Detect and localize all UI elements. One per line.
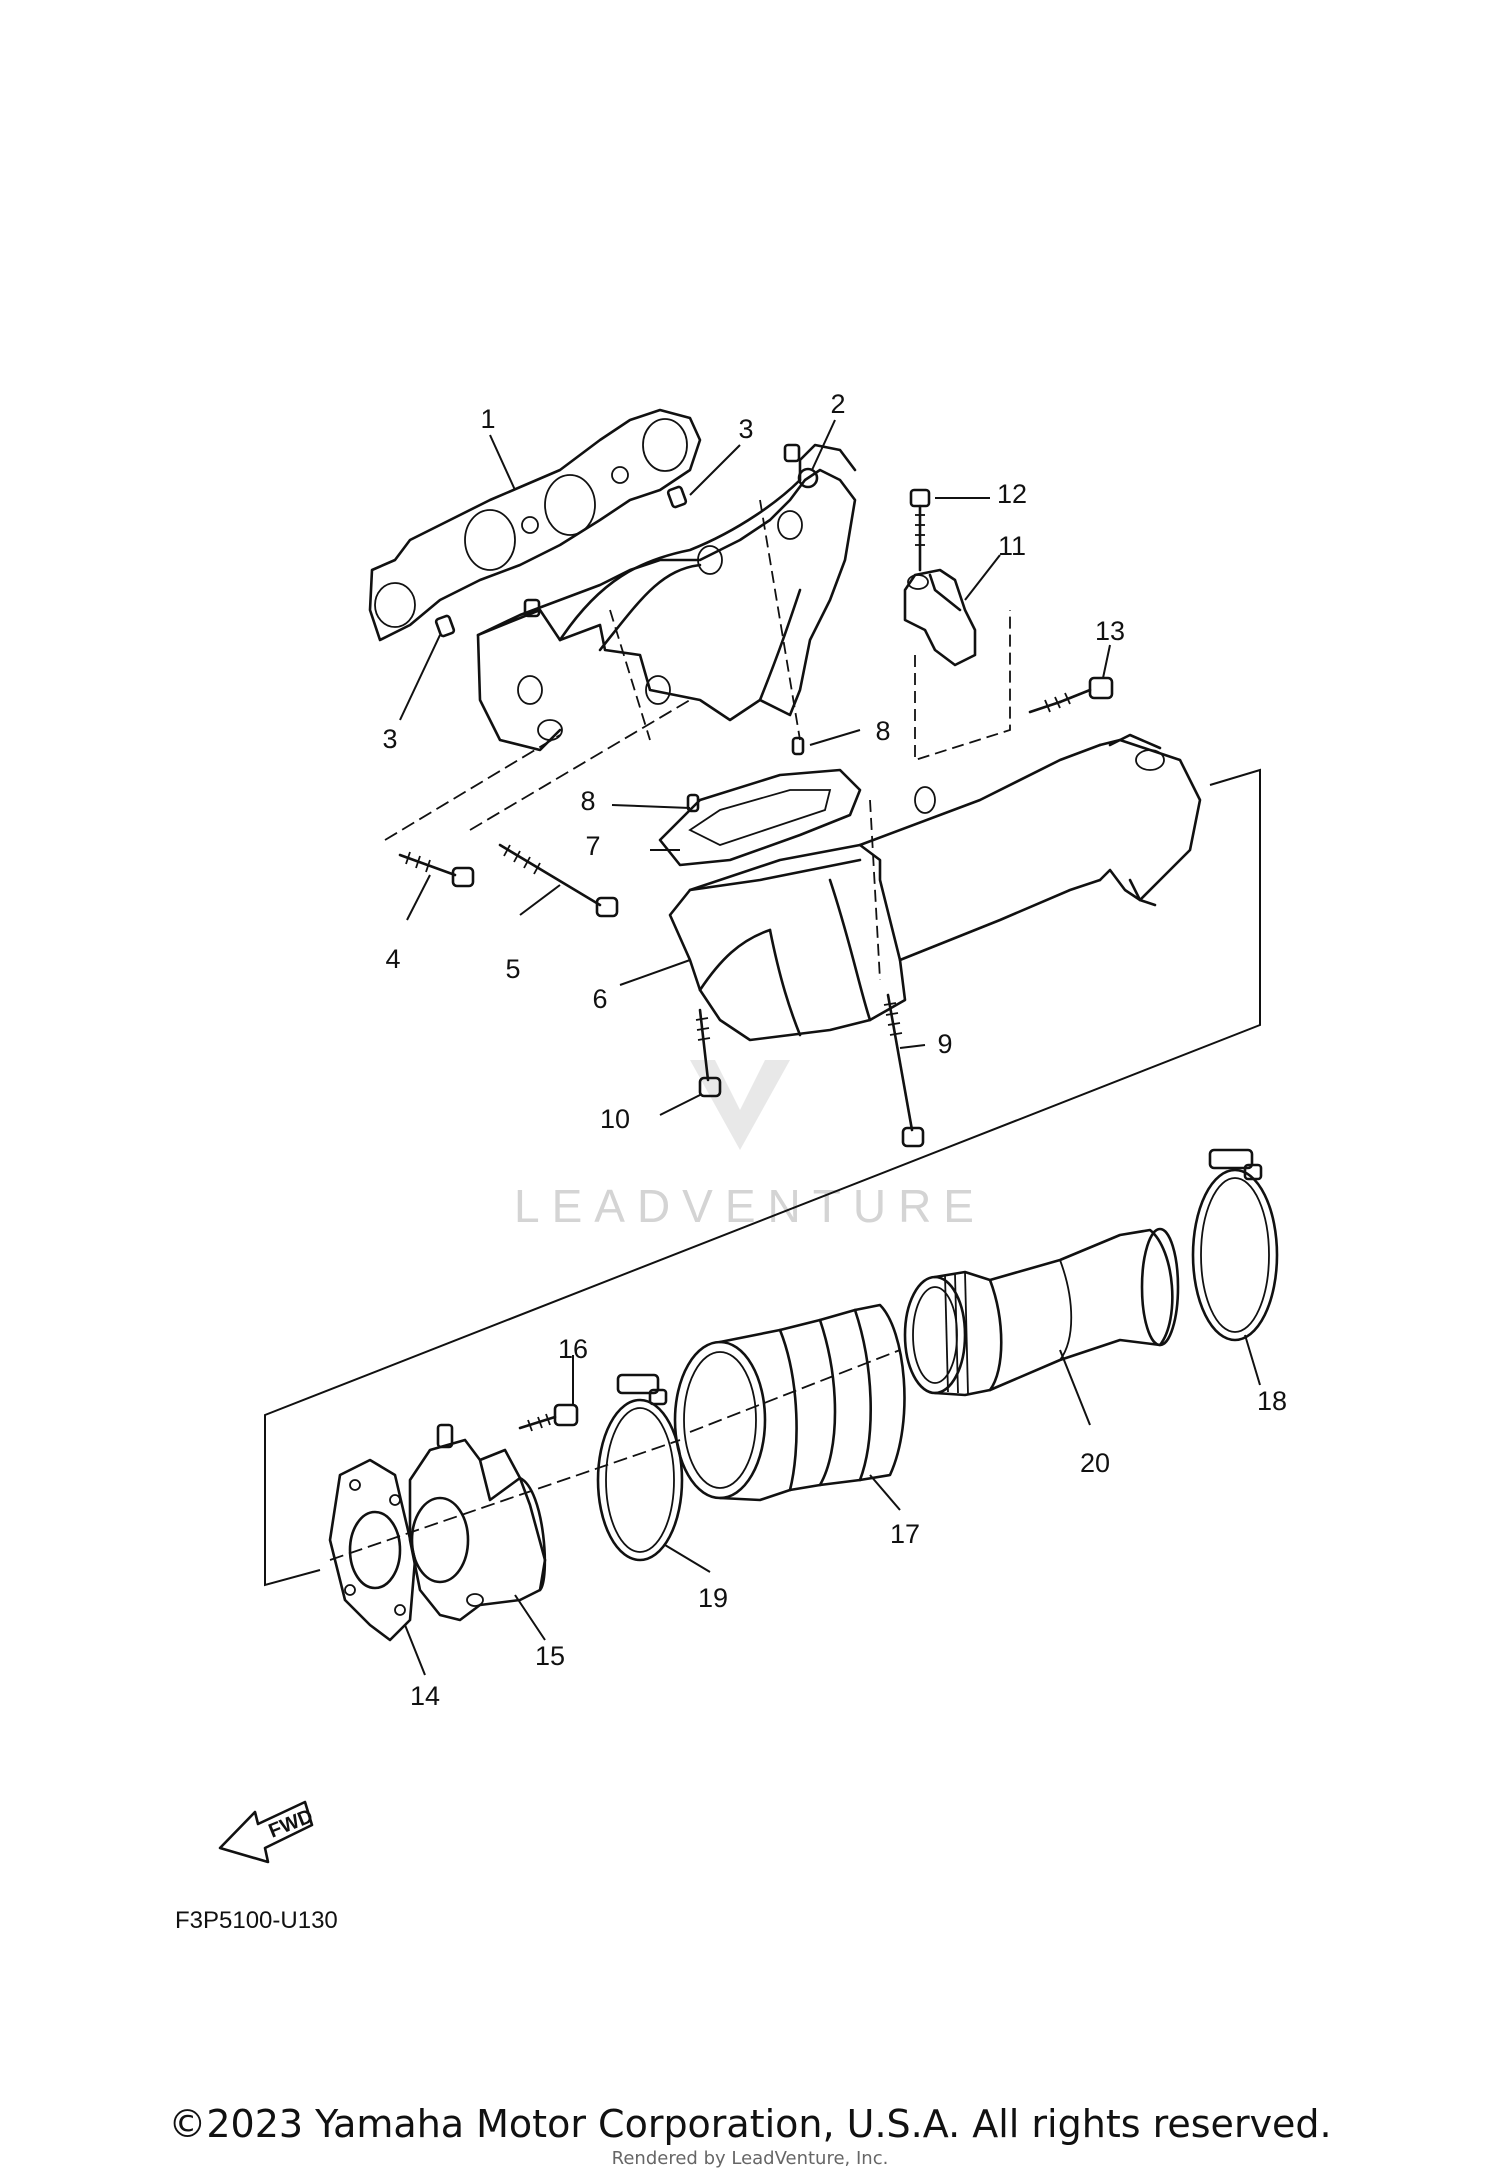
part-20-exhaust-pipe[interactable] xyxy=(903,1227,1180,1397)
part-14-gasket-plate[interactable] xyxy=(328,1458,417,1642)
callout-12: 12 xyxy=(997,479,1027,509)
diagram-code: F3P5100-U130 xyxy=(175,1907,338,1934)
part-8-dowel-pin-left[interactable] xyxy=(686,793,700,813)
part-18-hose-clamp[interactable] xyxy=(1191,1148,1279,1342)
part-6-exhaust-elbow[interactable] xyxy=(668,733,1202,1042)
callout-11: 11 xyxy=(998,531,1026,561)
leader-lines xyxy=(399,419,1261,1676)
callout-3-upper: 3 xyxy=(738,414,753,444)
callout-7: 7 xyxy=(585,831,600,861)
callout-2: 2 xyxy=(830,389,845,419)
part-3-dowel-pin-lower[interactable] xyxy=(434,614,456,638)
callout-20: 20 xyxy=(1080,1448,1110,1478)
callout-19: 19 xyxy=(698,1583,728,1613)
callout-5: 5 xyxy=(505,954,520,984)
part-7-gasket[interactable] xyxy=(658,768,862,867)
callout-3-lower: 3 xyxy=(382,724,397,754)
watermark-logo-icon xyxy=(690,1060,790,1150)
part-8-dowel-pin-right[interactable] xyxy=(791,736,805,756)
watermark-text: LEADVENTURE xyxy=(514,1180,986,1232)
callout-18: 18 xyxy=(1257,1386,1287,1416)
fwd-arrow-icon: FWD xyxy=(218,1800,316,1864)
part-1-exhaust-gasket[interactable] xyxy=(368,408,702,642)
part-16-bolt[interactable] xyxy=(518,1403,579,1432)
part-17-rubber-hose[interactable] xyxy=(673,1303,906,1502)
part-2-exhaust-manifold[interactable] xyxy=(476,443,857,752)
part-4-bolt[interactable] xyxy=(398,851,475,888)
callout-1: 1 xyxy=(480,404,495,434)
callout-14: 14 xyxy=(410,1681,440,1711)
callout-17: 17 xyxy=(890,1519,920,1549)
callout-9: 9 xyxy=(937,1029,952,1059)
callout-8-right: 8 xyxy=(875,716,890,746)
callout-16: 16 xyxy=(558,1334,588,1364)
rendered-by-text: Rendered by LeadVenture, Inc. xyxy=(611,2148,889,2169)
part-12-bolt[interactable] xyxy=(909,488,931,572)
callout-8-left: 8 xyxy=(580,786,595,816)
callout-labels: 1 2 3 3 4 5 6 7 8 8 9 10 11 12 13 14 15 … xyxy=(382,389,1287,1711)
fwd-label: FWD xyxy=(266,1805,316,1842)
callout-15: 15 xyxy=(535,1641,565,1671)
callout-4: 4 xyxy=(385,944,400,974)
copyright-notice: ©2023 Yamaha Motor Corporation, U.S.A. A… xyxy=(168,2102,1332,2146)
part-15-flange-pipe[interactable] xyxy=(408,1423,547,1622)
part-11-bracket[interactable] xyxy=(903,568,977,667)
part-3-dowel-pin-upper[interactable] xyxy=(666,485,688,509)
callout-13: 13 xyxy=(1095,616,1125,646)
callout-6: 6 xyxy=(592,984,607,1014)
part-19-hose-clamp[interactable] xyxy=(596,1373,684,1562)
connector-frame xyxy=(264,768,1261,1587)
callout-10: 10 xyxy=(600,1104,630,1134)
part-10-bolt[interactable] xyxy=(695,1008,722,1098)
part-5-long-bolt[interactable] xyxy=(498,843,619,918)
part-9-long-bolt[interactable] xyxy=(883,993,925,1148)
part-13-bolt[interactable] xyxy=(1028,676,1114,714)
